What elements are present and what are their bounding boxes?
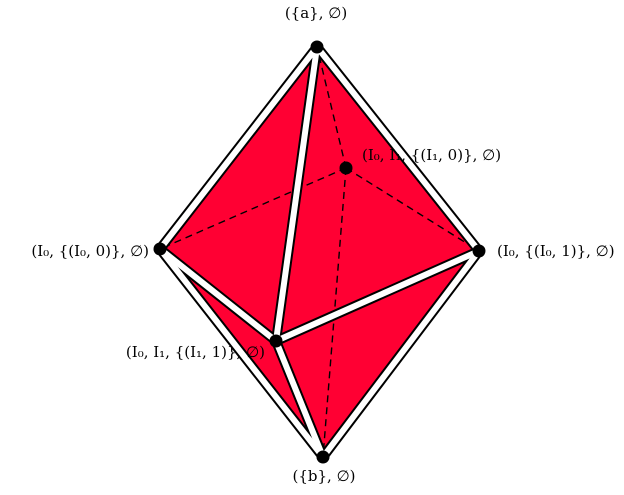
edge-gap-bottom-left — [157, 246, 326, 460]
edge-gap-left-front — [157, 246, 279, 344]
vertex-label-front: (I₀, I₁, {(I₁, 1)}, ∅) — [126, 343, 265, 361]
vertex-label-top: ({a}, ∅) — [285, 4, 347, 22]
vertices-layer — [153, 40, 486, 464]
edge-gap-bottom-front — [273, 338, 326, 460]
edge-gap-top-front — [273, 44, 320, 344]
vertex-label-bottom: ({b}, ∅) — [293, 467, 356, 485]
vertex-dot-right — [472, 244, 486, 258]
vertex-dot-front — [269, 334, 283, 348]
vertex-dot-top — [310, 40, 324, 54]
vertex-dot-left — [153, 242, 167, 256]
edge-gap-bottom-right — [320, 248, 482, 460]
vertex-dot-bottom — [316, 450, 330, 464]
vertex-label-left: (I₀, {(I₀, 0)}, ∅) — [31, 242, 149, 260]
vertex-label-right: (I₀, {(I₀, 1)}, ∅) — [497, 242, 615, 260]
edge-gap-front-right — [273, 248, 482, 344]
faces-layer — [159, 45, 480, 459]
hidden-edge-back-right — [345, 167, 480, 252]
vertex-label-back: (I₀, I₁, {(I₁, 0)}, ∅) — [362, 146, 501, 164]
visible-edges-layer — [157, 44, 482, 460]
hidden-edge-back-left — [159, 167, 347, 250]
edge-gap-top-left — [157, 44, 320, 252]
edge-gap-top-right — [314, 44, 482, 254]
vertex-dot-back — [339, 161, 353, 175]
hidden-edge-back-top — [316, 46, 347, 169]
